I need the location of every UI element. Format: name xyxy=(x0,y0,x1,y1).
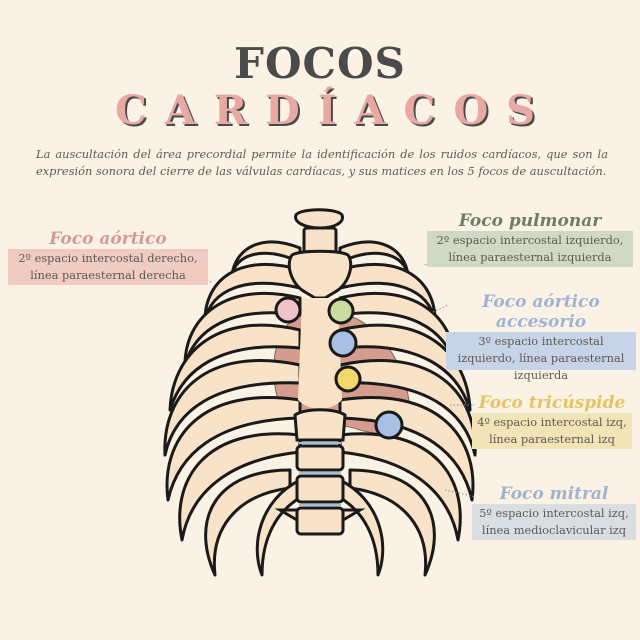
sternum xyxy=(287,208,353,409)
mitral-focus-title: Foco mitral xyxy=(499,484,609,504)
right-ribs xyxy=(333,240,477,577)
tricuspid-focus-marker[interactable] xyxy=(334,365,362,393)
pulmonary-focus-title: Foco pulmonar xyxy=(458,211,602,231)
pulmonary-focus-marker[interactable] xyxy=(327,297,355,325)
tricuspid-focus-label: Foco tricúspide 4º espacio intercostal i… xyxy=(472,393,632,449)
accessory-aortic-focus-marker[interactable] xyxy=(328,328,358,358)
page-title: FOCOS xyxy=(234,39,406,88)
mitral-focus-description: 5º espacio intercostal izq, línea medioc… xyxy=(472,504,636,540)
aortic-focus-label: Foco aórtico 2º espacio intercostal dere… xyxy=(8,229,208,285)
mitral-focus-label: Foco mitral 5º espacio intercostal izq, … xyxy=(472,484,636,540)
pulmonary-focus-label: Foco pulmonar 2º espacio intercostal izq… xyxy=(427,211,633,267)
accessory-aortic-focus-description: 3º espacio intercostal izquierdo, línea … xyxy=(446,332,636,385)
left-ribs xyxy=(163,240,307,577)
aortic-focus-title: Foco aórtico xyxy=(49,229,167,249)
tricuspid-focus-title: Foco tricúspide xyxy=(478,393,626,413)
intervertebral-discs xyxy=(299,442,341,506)
pulmonary-focus-description: 2º espacio intercostal izquierdo, línea … xyxy=(427,231,633,267)
mitral-focus-marker[interactable] xyxy=(374,410,404,440)
spine xyxy=(274,408,366,536)
accessory-aortic-focus-label: Foco aórtico accesorio 3º espacio interc… xyxy=(446,292,636,385)
page-subtitle: CARDÍACOS xyxy=(114,87,554,134)
aortic-focus-description: 2º espacio intercostal derecho, línea pa… xyxy=(8,249,208,285)
tricuspid-focus-description: 4º espacio intercostal izq, línea paraes… xyxy=(472,413,632,449)
intro-paragraph: La auscultación del área precordial perm… xyxy=(36,147,608,178)
accessory-aortic-focus-title: Foco aórtico accesorio xyxy=(482,292,600,332)
aortic-focus-marker[interactable] xyxy=(274,296,302,324)
